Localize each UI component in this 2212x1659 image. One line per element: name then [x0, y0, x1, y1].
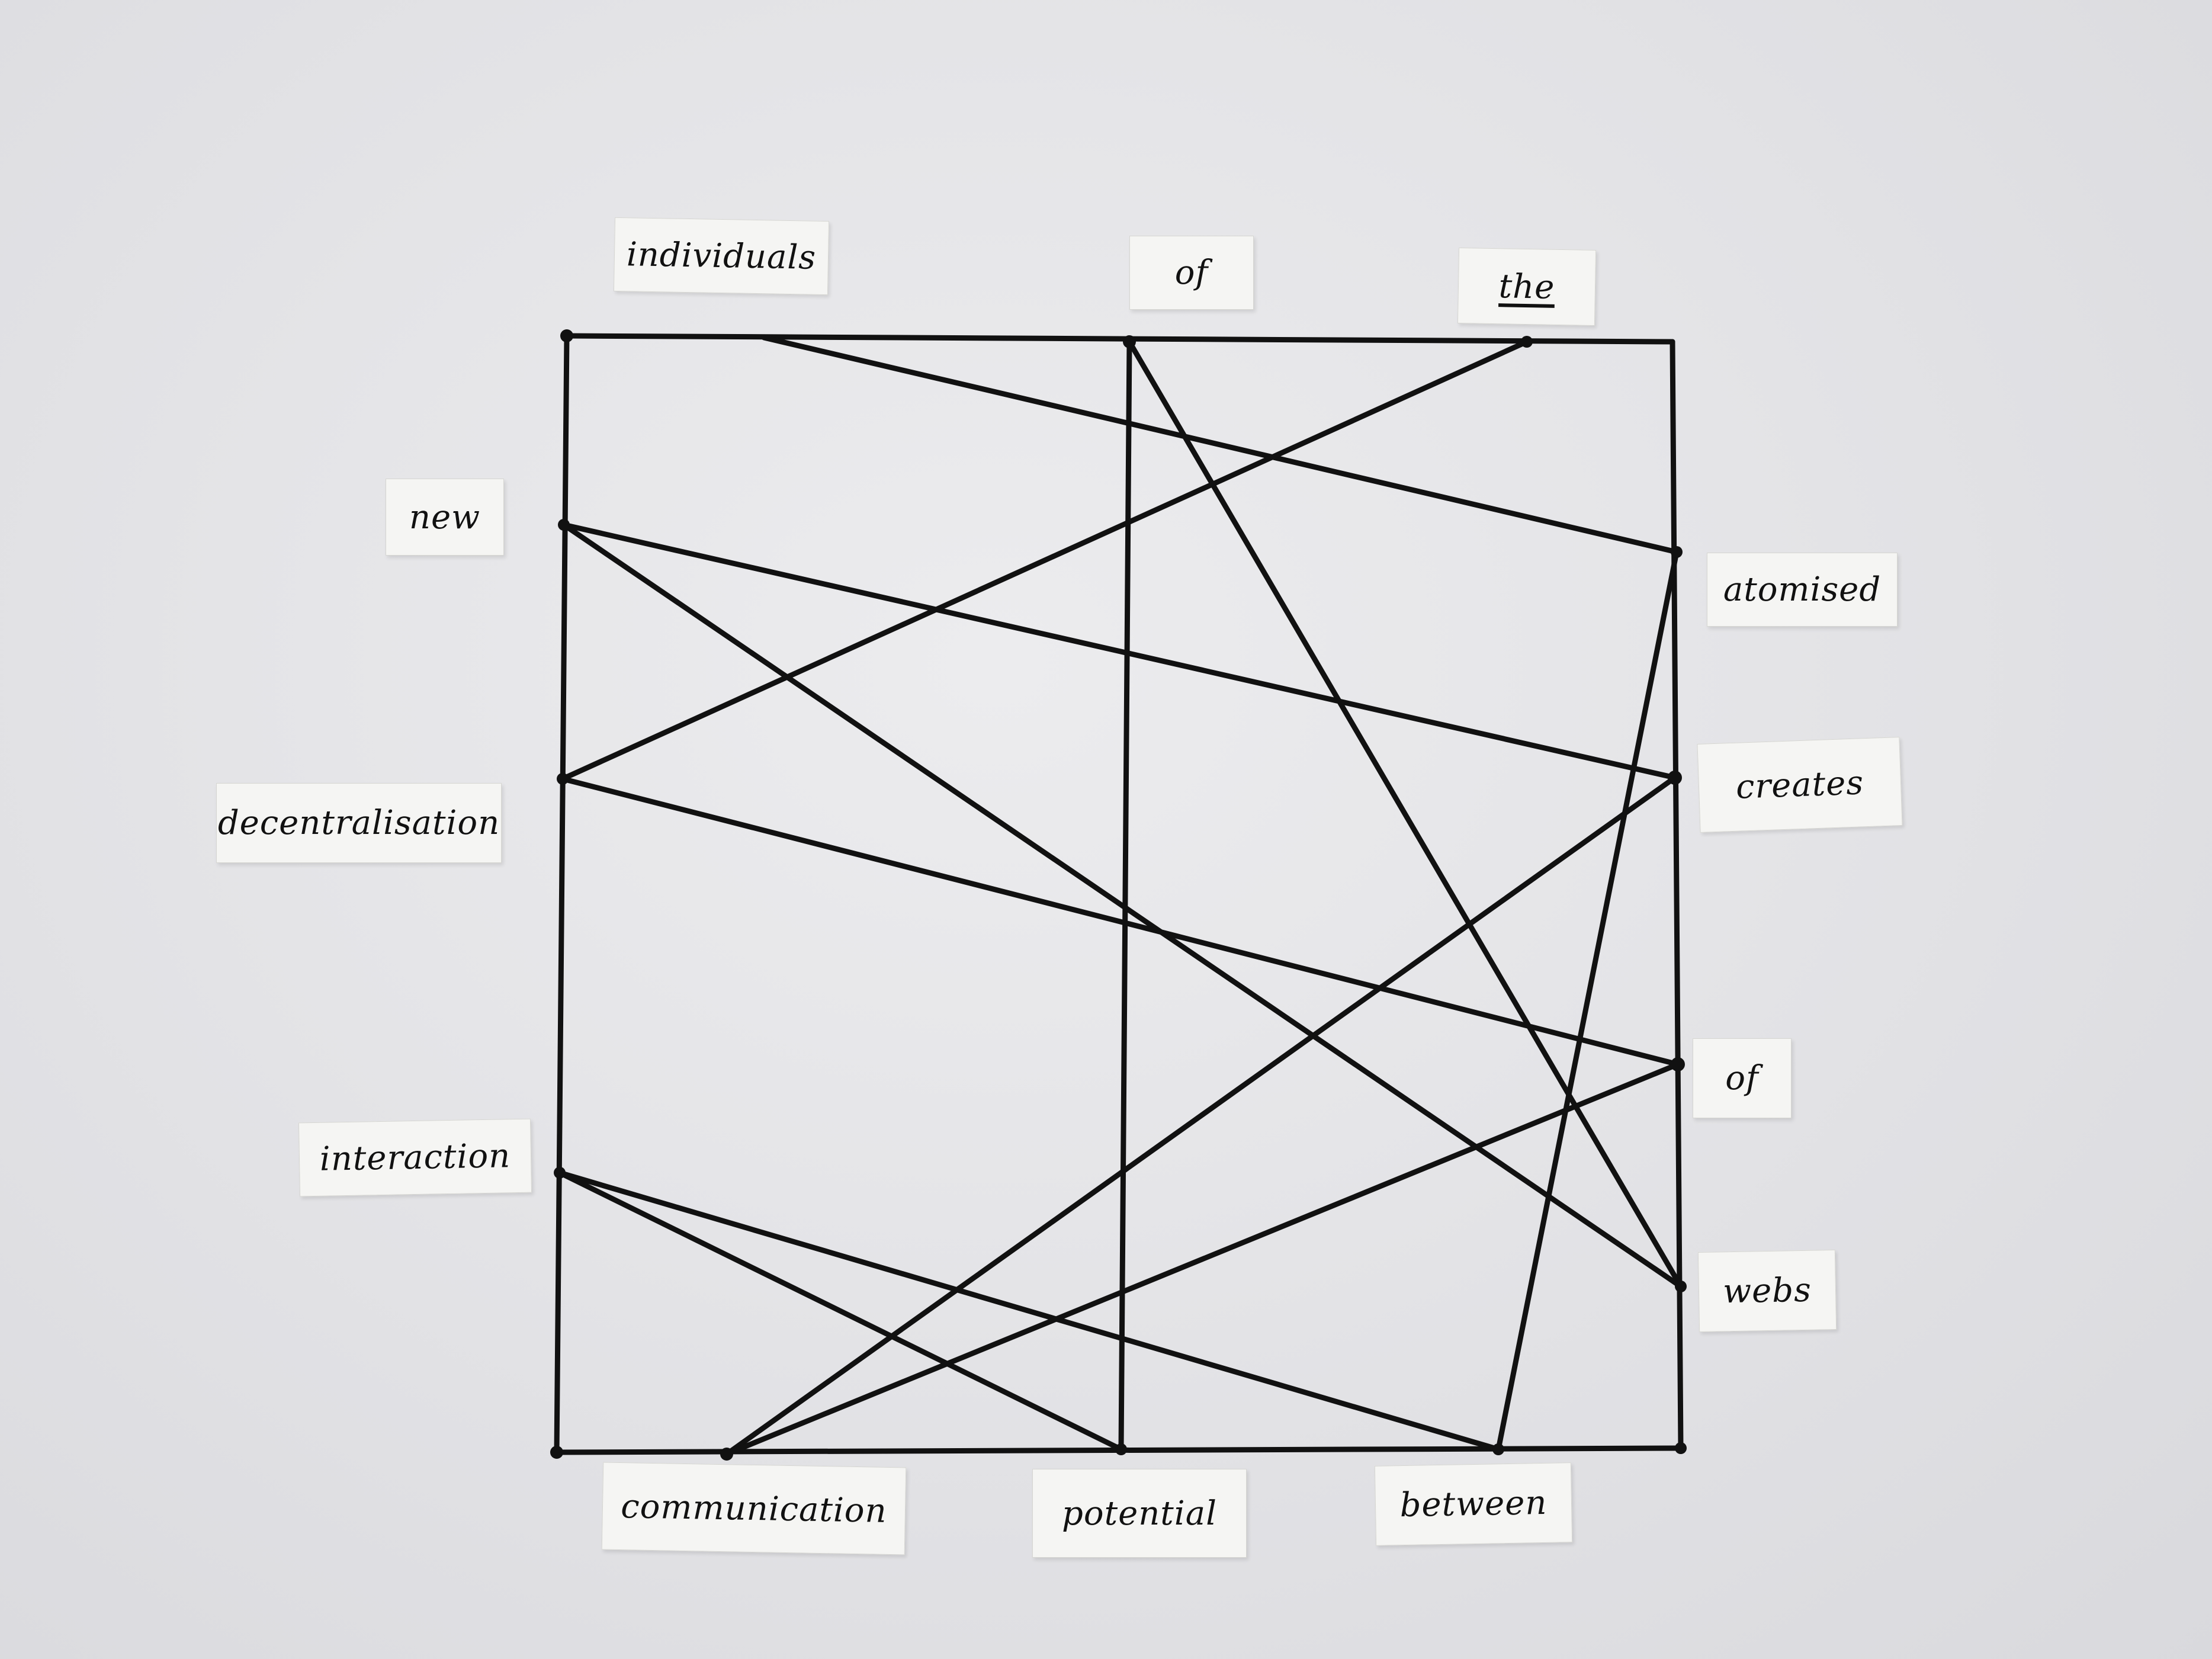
node	[557, 773, 569, 785]
line-decentralisation-to-of	[560, 776, 1681, 1067]
word-card-between: between	[1374, 1462, 1573, 1546]
node	[1675, 1281, 1687, 1292]
line-creates-to-communication	[724, 775, 1678, 1457]
word-of-right: of	[1725, 1059, 1759, 1098]
word-potential: potential	[1062, 1494, 1217, 1533]
square-top-edge	[564, 333, 1675, 345]
node	[554, 1167, 566, 1179]
line-interaction-to-between	[557, 1170, 1501, 1452]
line-new-to-webs	[561, 522, 1684, 1289]
word-the: the	[1498, 267, 1555, 307]
middle-vertical-line	[1118, 339, 1132, 1452]
word-new: new	[409, 498, 481, 537]
node	[1115, 1443, 1127, 1455]
word-card-potential: potential	[1032, 1469, 1247, 1558]
line-of-to-webs	[1126, 339, 1684, 1289]
word-card-communication: communication	[601, 1462, 907, 1555]
line-the-to-decentralisation	[560, 339, 1530, 782]
word-card-individuals: individuals	[613, 217, 830, 296]
word-communication: communication	[620, 1487, 888, 1530]
word-decentralisation: decentralisation	[217, 804, 500, 842]
node	[558, 519, 570, 531]
word-individuals: individuals	[626, 235, 817, 277]
node	[1675, 1442, 1687, 1454]
word-card-new: new	[386, 479, 504, 556]
line-of-to-communication	[724, 1061, 1681, 1457]
word-card-interaction: interaction	[298, 1118, 532, 1197]
word-card-of-top: of	[1129, 236, 1254, 310]
word-card-creates: creates	[1697, 737, 1903, 833]
word-atomised: atomised	[1723, 570, 1882, 609]
line-interaction-to-potential	[557, 1170, 1124, 1452]
node	[560, 329, 573, 342]
word-webs: webs	[1722, 1270, 1812, 1311]
node	[1671, 1057, 1685, 1071]
node	[1123, 335, 1136, 348]
word-creates: creates	[1735, 763, 1865, 807]
word-interaction: interaction	[319, 1137, 511, 1179]
square-left-edge	[554, 333, 570, 1455]
word-card-decentralisation: decentralisation	[216, 783, 502, 863]
node	[720, 1448, 733, 1461]
line-top-to-atomised	[761, 335, 1680, 555]
node	[550, 1446, 563, 1459]
word-of-top: of	[1174, 253, 1209, 292]
line-new-to-creates	[561, 522, 1678, 781]
word-card-webs: webs	[1697, 1249, 1837, 1333]
node	[1671, 546, 1683, 558]
node	[1521, 336, 1533, 348]
word-card-atomised: atomised	[1707, 553, 1898, 627]
node	[1492, 1443, 1504, 1455]
word-card-of-right: of	[1693, 1038, 1792, 1118]
node	[1668, 771, 1682, 785]
word-between: between	[1399, 1483, 1548, 1525]
word-card-the: the	[1457, 247, 1597, 326]
square-right-edge	[1670, 339, 1684, 1451]
line-atomised-to-between	[1495, 549, 1680, 1452]
